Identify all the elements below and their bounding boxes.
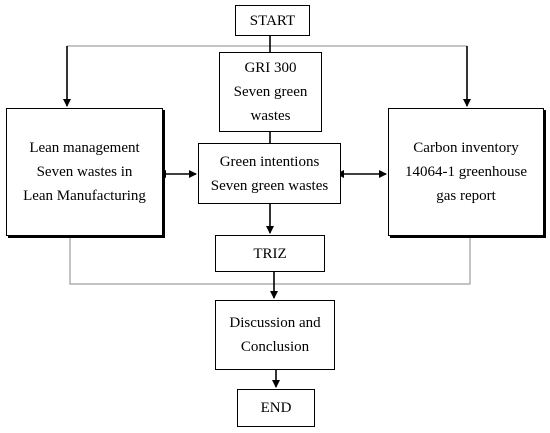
- discussion-line-1: Discussion and: [229, 315, 321, 331]
- end-box: END: [237, 389, 315, 427]
- carbon-box: Carbon inventory 14064-1 greenhouse gas …: [388, 108, 544, 236]
- gri-line-2: Seven green: [233, 84, 308, 100]
- start-box: START: [235, 5, 310, 36]
- lean-line-3: Lean Manufacturing: [23, 188, 146, 204]
- start-label: START: [249, 12, 296, 29]
- gri-line-3: wastes: [250, 108, 291, 124]
- discussion-box: Discussion and Conclusion: [215, 300, 335, 370]
- carbon-line-2: 14064-1 greenhouse: [404, 164, 528, 180]
- gri-box: GRI 300 Seven green wastes: [219, 52, 322, 132]
- gri-line-1: GRI 300: [244, 60, 297, 76]
- lean-box: Lean management Seven wastes in Lean Man…: [6, 108, 163, 236]
- end-label: END: [260, 400, 292, 416]
- green-intentions-box: Green intentions Seven green wastes: [198, 143, 341, 204]
- lean-line-1: Lean management: [29, 140, 140, 156]
- green-line-1: Green intentions: [219, 153, 320, 170]
- discussion-line-2: Conclusion: [240, 339, 310, 355]
- carbon-line-1: Carbon inventory: [413, 140, 519, 156]
- connector-lean-merge: [69, 237, 471, 285]
- triz-label: TRIZ: [253, 245, 287, 262]
- triz-box: TRIZ: [215, 235, 325, 272]
- lean-line-2: Seven wastes in: [36, 164, 133, 180]
- carbon-line-3: gas report: [436, 188, 496, 204]
- green-line-2: Seven green wastes: [210, 177, 329, 194]
